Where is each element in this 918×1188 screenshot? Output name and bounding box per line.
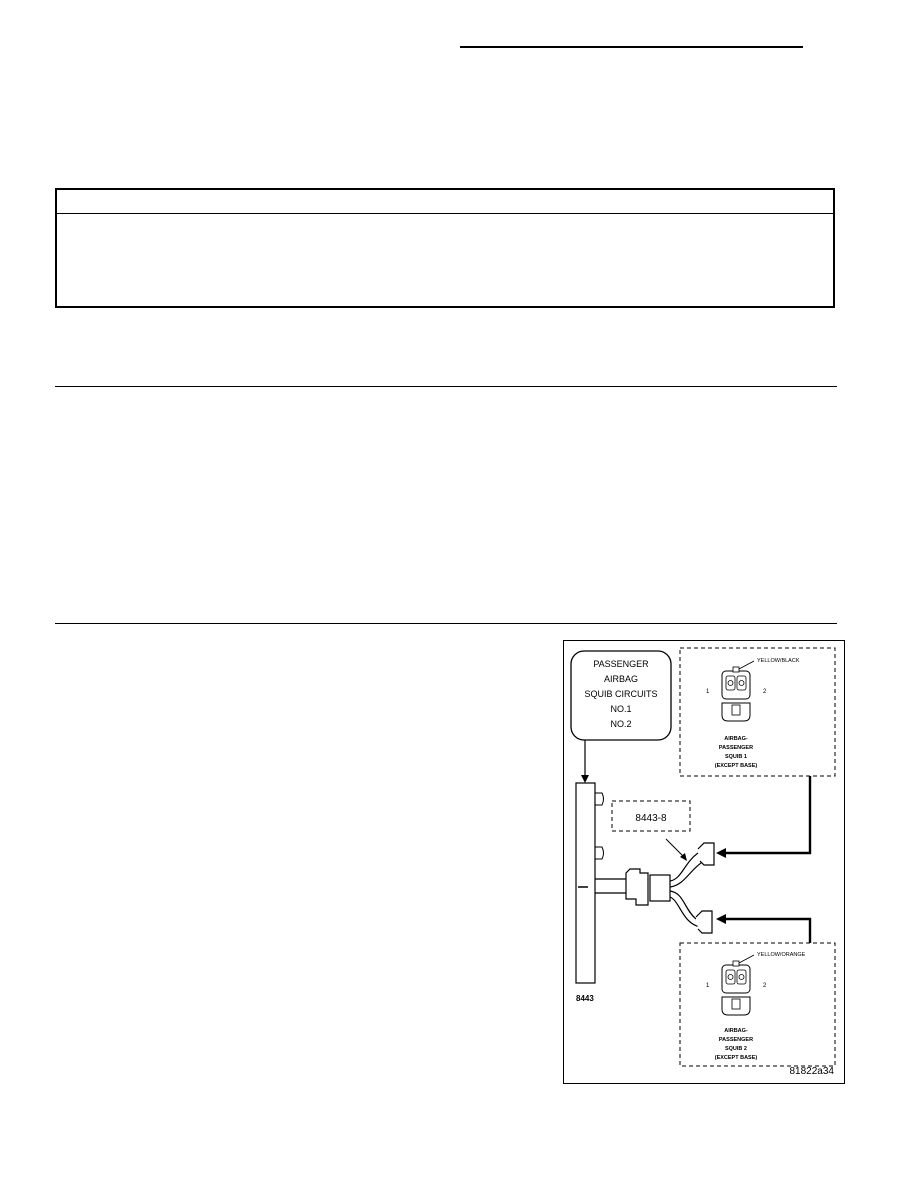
connector-caption: SQUIB 1: [725, 754, 747, 760]
connection-arrow: [724, 917, 812, 943]
connector-caption: PASSENGER: [719, 1037, 753, 1043]
y-branch-lower: [669, 890, 697, 920]
pin-label: 2: [763, 689, 767, 695]
note-box: [55, 188, 835, 308]
connector-caption: (EXCEPT BASE): [715, 1055, 758, 1061]
callout-line: NO.2: [610, 719, 631, 729]
connector-face-icon: [721, 960, 751, 1016]
callout-line: PASSENGER: [593, 659, 649, 669]
arrow-head-icon: [716, 914, 726, 924]
callout-bubble: [570, 650, 672, 741]
callout-line: SQUIB CIRCUITS: [584, 689, 657, 699]
squib2-connector-box: [679, 942, 836, 1067]
section-divider: [55, 386, 837, 387]
connection-arrow: [724, 776, 812, 855]
arrow-head-icon: [581, 775, 589, 783]
module-clip: [595, 846, 604, 860]
squib-plug-upper: [697, 842, 715, 866]
color-leader: [738, 954, 755, 964]
connector-caption: AIRBAG-: [724, 1028, 748, 1034]
wiring-figure: PASSENGER AIRBAG SQUIB CIRCUITS NO.1 NO.…: [563, 640, 845, 1084]
header-rule: [460, 46, 803, 48]
wire-color-label: YELLOW/ORANGE: [757, 952, 806, 958]
wire-color-label: YELLOW/BLACK: [757, 658, 800, 664]
connector-caption: PASSENGER: [719, 745, 753, 751]
color-leader: [738, 660, 755, 670]
squib-plug-lower: [695, 910, 713, 934]
module-label: 8443: [576, 994, 594, 1003]
tool-connector: [649, 874, 671, 902]
tool-label-box: [611, 800, 691, 832]
arrow-head-icon: [716, 848, 726, 858]
pin-label: 1: [706, 983, 710, 989]
pin-label: 2: [763, 983, 767, 989]
connector-face-icon: [721, 666, 751, 722]
callout-line: NO.1: [610, 704, 631, 714]
y-branch-upper: [669, 852, 699, 882]
connector-caption: SQUIB 2: [725, 1046, 747, 1052]
harness-plug: [625, 868, 649, 906]
connector-caption: AIRBAG-: [724, 736, 748, 742]
figure-id: 81822a34: [790, 1066, 835, 1077]
tool-label: 8443-8: [635, 813, 667, 824]
connector-caption: (EXCEPT BASE): [715, 763, 758, 769]
module-clip: [595, 792, 604, 806]
wiring-diagram: PASSENGER AIRBAG SQUIB CIRCUITS NO.1 NO.…: [570, 647, 836, 1077]
module-8443: [575, 782, 596, 984]
callout-line: AIRBAG: [604, 674, 638, 684]
arrow-head-icon: [680, 853, 687, 861]
section-divider: [55, 623, 837, 624]
y-branch-upper: [669, 860, 705, 888]
pin-label: 1: [706, 689, 710, 695]
note-box-title-rule: [57, 213, 833, 214]
y-branch-lower: [669, 896, 701, 928]
squib1-connector-box: [679, 647, 836, 777]
tool-leader: [665, 838, 685, 858]
